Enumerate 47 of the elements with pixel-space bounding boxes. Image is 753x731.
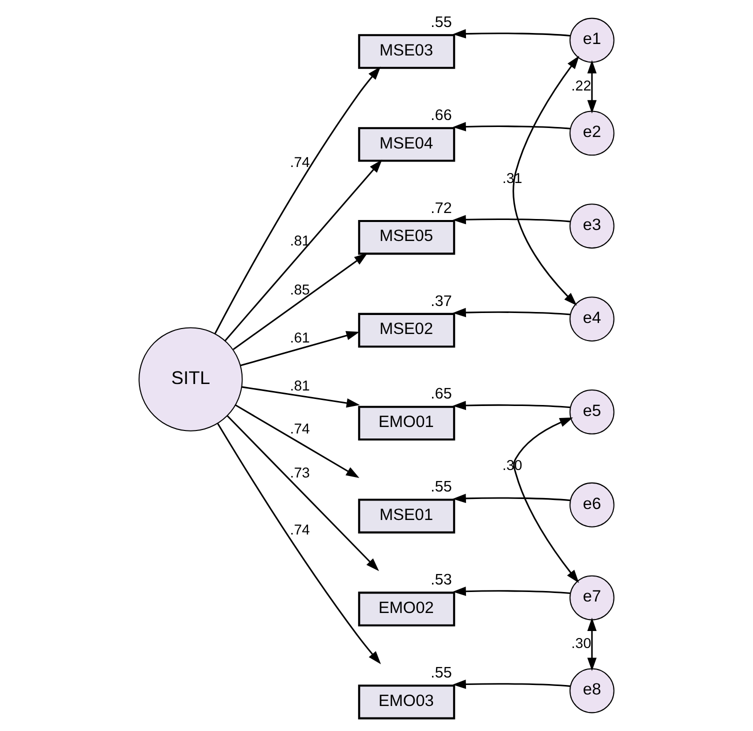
- node-circle: e1: [570, 18, 614, 63]
- node-label: .53: [430, 572, 452, 589]
- arrow: [452, 308, 570, 318]
- arrow: [452, 214, 570, 224]
- node-label: .55: [430, 14, 452, 31]
- arrow: [452, 494, 570, 504]
- arrow: [224, 160, 382, 342]
- node-circle: e7: [570, 575, 614, 620]
- node-circle: e6: [570, 482, 614, 528]
- edge-label: .73: [290, 466, 310, 482]
- edge-label: .81: [290, 378, 310, 395]
- node-circle: e8: [570, 668, 614, 714]
- arrow: [452, 29, 570, 38]
- node-circle: SITL: [138, 327, 243, 432]
- arrow: [452, 122, 570, 132]
- arrow: [587, 618, 597, 672]
- edge-label: .22: [571, 78, 592, 95]
- node-circle: e3: [570, 204, 614, 249]
- arrow: [452, 680, 570, 689]
- arrow: [235, 404, 360, 478]
- arrow: [226, 415, 380, 572]
- arrow: [232, 253, 368, 350]
- node-label: .37: [430, 292, 452, 310]
- edge-label: .30: [571, 636, 592, 652]
- arrow: [452, 400, 570, 410]
- node-label: .55: [430, 664, 452, 682]
- node-circle: e2: [570, 110, 614, 156]
- node-label: .72: [430, 200, 452, 217]
- edge-label: .85: [290, 282, 310, 299]
- arrow: [512, 56, 580, 306]
- edge-label: .74: [290, 155, 310, 172]
- arrow: [587, 60, 597, 114]
- arrow: [217, 423, 381, 664]
- node-circle: e4: [570, 296, 614, 342]
- node-label: .65: [430, 386, 452, 403]
- edge-label: .81: [290, 234, 310, 250]
- edge-label: .74: [290, 422, 310, 438]
- arrow: [513, 417, 579, 583]
- node-circle: e5: [570, 390, 614, 434]
- arrow: [242, 386, 360, 408]
- node-label: .66: [430, 106, 452, 124]
- arrow: [452, 586, 570, 596]
- arrow: [240, 331, 360, 366]
- edge-label: .61: [290, 330, 310, 347]
- edge-label: .74: [290, 522, 310, 539]
- arrow: [214, 66, 381, 334]
- node-label: .55: [430, 478, 452, 496]
